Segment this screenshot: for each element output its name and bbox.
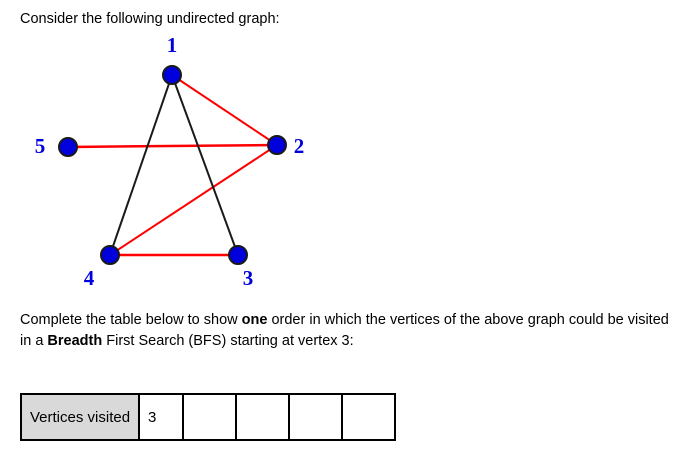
node-4[interactable] [100, 245, 120, 265]
node-1[interactable] [162, 65, 182, 85]
vertex-cell-2[interactable] [182, 393, 238, 441]
vertex-cell-4[interactable] [288, 393, 344, 441]
node-label-5: 5 [35, 134, 46, 158]
vertex-cell-3[interactable] [235, 393, 291, 441]
instruction-part-4: First Search (BFS) starting at vertex 3: [102, 333, 354, 349]
node-label-2: 2 [294, 134, 305, 158]
intro-text: Consider the following undirected graph: [20, 11, 280, 27]
table-row-header: Vertices visited [19, 393, 141, 441]
node-5[interactable] [58, 137, 78, 157]
instruction-emphasis-breadth: Breadth [47, 333, 103, 349]
edge-1-3 [171, 74, 239, 256]
instruction-text: Complete the table below to show one ord… [20, 310, 675, 352]
node-2[interactable] [267, 135, 287, 155]
node-label-3: 3 [243, 266, 254, 290]
vertex-cell-1[interactable]: 3 [138, 393, 185, 441]
edge-5-2 [67, 143, 278, 149]
edge-1-2 [171, 74, 278, 146]
edge-2-4 [109, 144, 278, 256]
instruction-part-0: Complete the table below to show [20, 312, 242, 328]
edge-1-4 [109, 74, 173, 256]
graph-node-labels: 1 2 3 4 5 [35, 35, 305, 290]
undirected-graph-svg: 1 2 3 4 5 [35, 35, 305, 290]
graph-edges [67, 74, 278, 257]
node-3[interactable] [228, 245, 248, 265]
graph-figure: 1 2 3 4 5 [0, 35, 340, 295]
instruction-part-2: order in which the vertices of the above… [20, 312, 669, 349]
graph-nodes [58, 65, 287, 265]
instruction-emphasis-one: one [241, 312, 268, 328]
node-label-4: 4 [84, 266, 95, 290]
answer-table-wrapper: Vertices visited 3 [19, 393, 397, 441]
node-label-1: 1 [167, 35, 178, 57]
vertices-visited-table: Vertices visited 3 [19, 393, 397, 441]
vertex-cell-5[interactable] [341, 393, 397, 441]
table-row: Vertices visited 3 [19, 393, 397, 441]
